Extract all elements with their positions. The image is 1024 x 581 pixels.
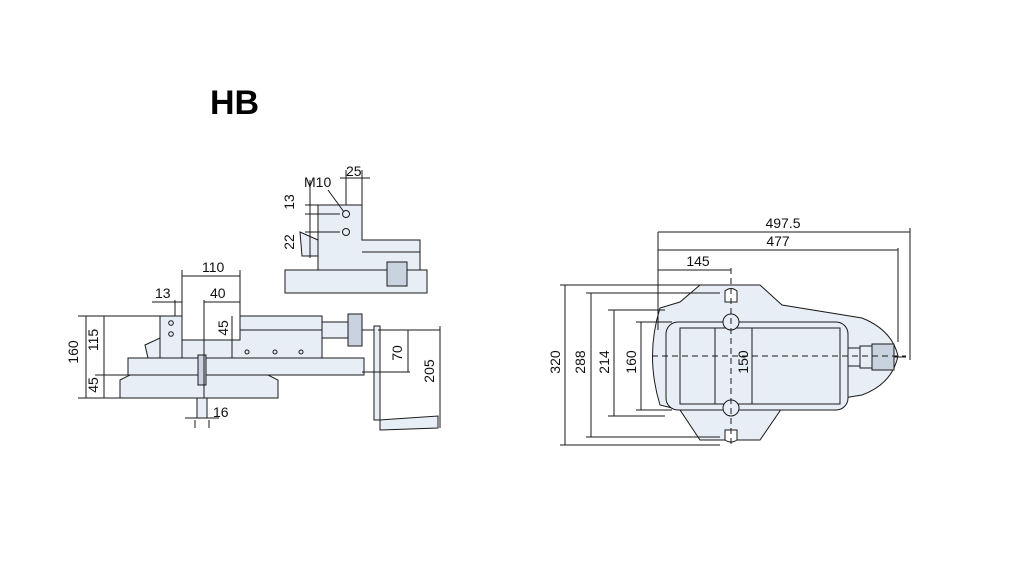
dim-477: 477	[766, 233, 790, 249]
dim-16: 16	[213, 404, 229, 420]
dim-288: 288	[572, 350, 588, 374]
movable-jaw	[181, 315, 323, 359]
dim-40: 40	[210, 285, 226, 301]
vise-top-view	[560, 228, 911, 448]
m10-hole-lower	[342, 228, 350, 236]
jaw-detail-body	[317, 204, 421, 271]
dim-22: 22	[281, 234, 297, 250]
movable-jaw-top	[714, 327, 841, 405]
dim-m10: M10	[304, 174, 331, 190]
dim-13-detail: 13	[281, 194, 297, 210]
dim-115: 115	[85, 329, 101, 352]
crank-arm	[373, 325, 381, 421]
dim-45-jaw: 45	[215, 320, 231, 336]
dim-214: 214	[596, 350, 612, 374]
dim-320: 320	[547, 350, 563, 374]
dim-160-side: 160	[65, 340, 81, 364]
dim-150: 150	[735, 350, 751, 374]
fixed-jaw	[159, 315, 183, 359]
center-bolt	[197, 354, 207, 386]
locating-key	[196, 397, 208, 419]
fixed-jaw-top	[679, 327, 716, 405]
dim-497-5: 497.5	[765, 215, 800, 231]
model-title: HB	[210, 84, 260, 122]
knurled-knob-top	[871, 343, 895, 371]
dim-145: 145	[686, 253, 710, 269]
vise-body	[127, 357, 365, 376]
dim-45-base: 45	[85, 377, 101, 393]
m10-hole-upper	[342, 210, 350, 218]
dim-25: 25	[346, 163, 362, 179]
screw-housing	[321, 321, 349, 339]
jaw-detail-nut	[386, 261, 408, 287]
dim-205: 205	[421, 359, 437, 383]
knurled-knob	[347, 313, 363, 347]
dim-70: 70	[389, 345, 405, 361]
dim-110: 110	[202, 259, 225, 275]
dim-160-top: 160	[623, 350, 639, 374]
jaw-detail-tip	[299, 231, 319, 257]
vise-side-view	[78, 270, 441, 431]
crank-handle	[379, 415, 439, 431]
dim-13: 13	[155, 285, 171, 301]
jaw-detail-view	[284, 170, 428, 294]
